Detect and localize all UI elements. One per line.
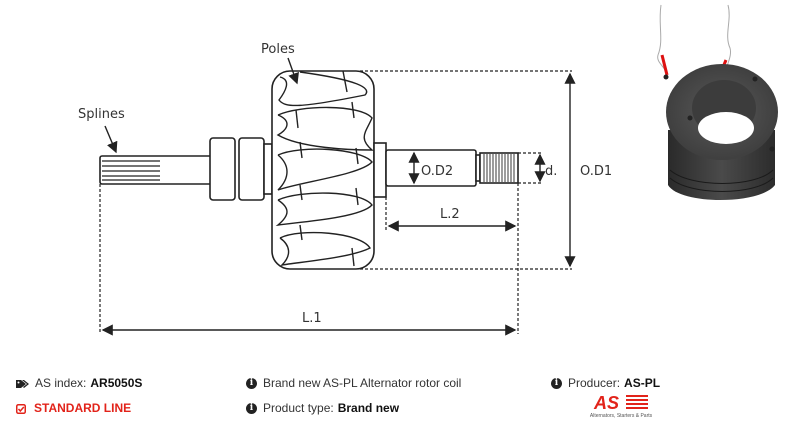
product-photo [657, 4, 778, 200]
description-row: i Brand new AS-PL Alternator rotor coil [246, 376, 461, 390]
product-type-value: Brand new [337, 401, 400, 415]
as-pl-logo[interactable]: AS [592, 392, 652, 412]
label-od1: O.D1 [580, 164, 612, 179]
info-icon: i [246, 377, 257, 389]
splines-pointer [104, 125, 118, 154]
poles [275, 70, 374, 267]
label-splines: Splines [78, 107, 125, 122]
label-l2: L.2 [440, 207, 460, 222]
standard-line-label: STANDARD LINE [34, 401, 132, 415]
checkbox-icon [16, 403, 26, 414]
dimension-guides [99, 70, 572, 334]
label-od2: O.D2 [421, 164, 453, 179]
splines [102, 160, 160, 181]
rotor-technical-diagram: Poles Splines O.D2 d. O.D1 L.2 L.1 [78, 42, 612, 336]
info-icon: i [246, 402, 257, 414]
logo-tagline: Alternators, Starters & Parts [589, 413, 653, 419]
collar-1 [209, 137, 236, 201]
producer-value: AS-PL [624, 376, 661, 390]
label-poles: Poles [261, 42, 295, 57]
label-l1: L.1 [302, 311, 322, 326]
thread [483, 154, 515, 182]
logo-stripes [626, 395, 648, 409]
as-index-value: AR5050S [90, 376, 143, 390]
poles-pointer [287, 57, 299, 85]
producer-row: i Producer: AS-PL [551, 376, 660, 390]
tags-icon [16, 378, 29, 388]
right-collar [373, 142, 387, 198]
info-icon: i [551, 377, 562, 389]
collar-2 [238, 137, 265, 201]
product-type-row: i Product type: Brand new [246, 401, 399, 415]
label-d: d. [545, 164, 557, 179]
product-type-label: Product type: [263, 401, 334, 415]
as-index-row: AS index: AR5050S [16, 376, 142, 390]
as-index-label: AS index: [35, 376, 87, 390]
logo-text: AS [593, 393, 619, 412]
producer-label: Producer: [568, 376, 621, 390]
standard-line-badge: STANDARD LINE [16, 401, 131, 415]
product-description: Brand new AS-PL Alternator rotor coil [263, 376, 462, 390]
